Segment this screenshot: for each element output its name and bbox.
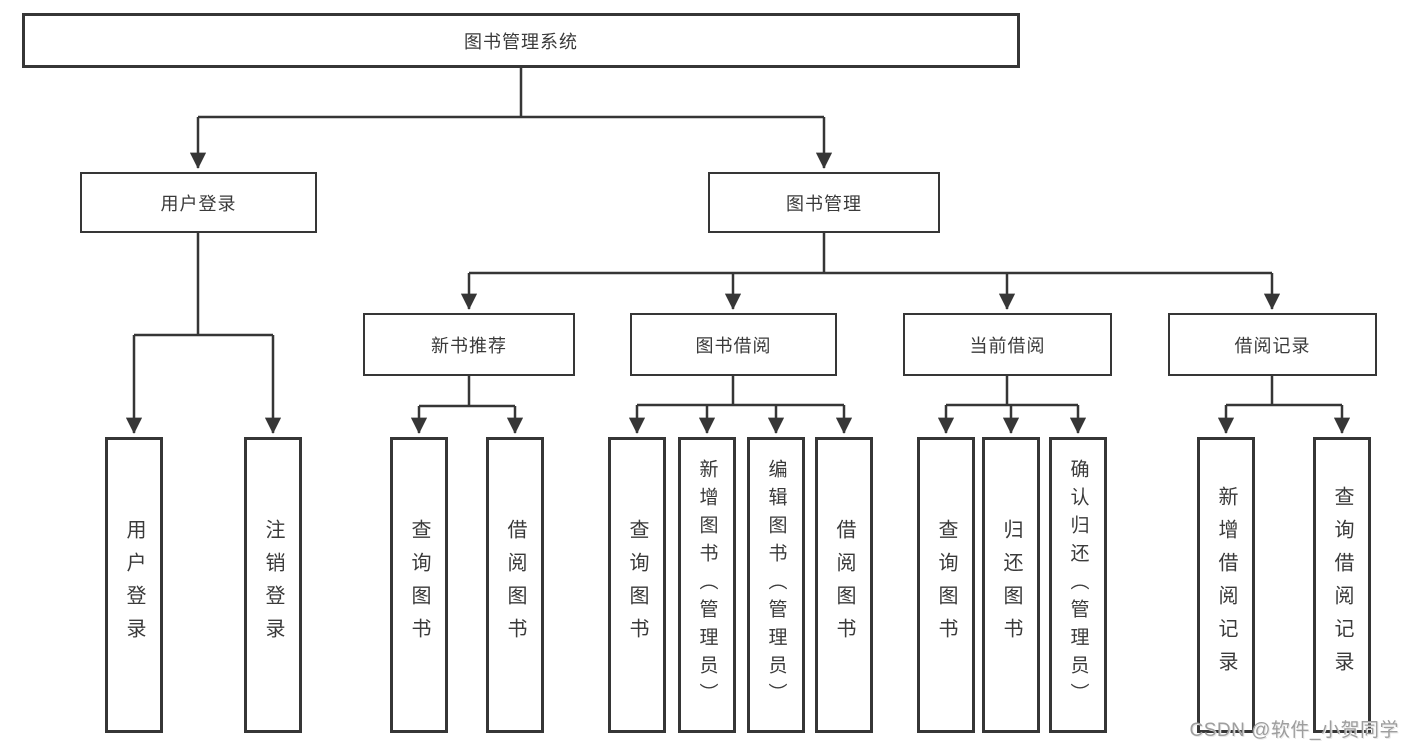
leaf-label: 用户登录 [123,519,145,651]
leaf-label: 新增借阅记录 [1215,486,1237,684]
leaf-return-book: 归还图书 [982,437,1040,733]
leaf-query-borrow-record: 查询借阅记录 [1313,437,1371,733]
node-current-borrow: 当前借阅 [903,313,1112,376]
leaf-edit-book-admin: 编辑图书（管理员） [747,437,805,733]
leaf-add-book-admin: 新增图书（管理员） [678,437,736,733]
node-borrow-record: 借阅记录 [1168,313,1377,376]
leaf-borrow-book-1: 借阅图书 [486,437,544,733]
node-library-management-system: 图书管理系统 [22,13,1020,68]
node-user-login: 用户登录 [80,172,317,233]
leaf-label: 编辑图书（管理员） [765,459,787,711]
node-book-borrow: 图书借阅 [630,313,837,376]
leaf-label: 查询图书 [626,519,648,651]
leaf-confirm-return-admin: 确认归还（管理员） [1049,437,1107,733]
leaf-logout: 注销登录 [244,437,302,733]
leaf-query-book-3: 查询图书 [917,437,975,733]
leaf-label: 查询图书 [935,519,957,651]
csdn-watermark: CSDN @软件_小贺同学 [1189,720,1399,741]
leaf-label: 归还图书 [1000,519,1022,651]
leaf-label: 注销登录 [262,519,284,651]
leaf-query-book-1: 查询图书 [390,437,448,733]
leaf-query-book-2: 查询图书 [608,437,666,733]
leaf-label: 新增图书（管理员） [696,459,718,711]
leaf-label: 查询图书 [408,519,430,651]
leaf-label: 确认归还（管理员） [1067,459,1089,711]
leaf-label: 借阅图书 [504,519,526,651]
node-new-book-recommend: 新书推荐 [363,313,575,376]
node-book-management: 图书管理 [708,172,940,233]
leaf-user-login: 用户登录 [105,437,163,733]
leaf-label: 借阅图书 [833,519,855,651]
leaf-add-borrow-record: 新增借阅记录 [1197,437,1255,733]
leaf-label: 查询借阅记录 [1331,486,1353,684]
leaf-borrow-book-2: 借阅图书 [815,437,873,733]
